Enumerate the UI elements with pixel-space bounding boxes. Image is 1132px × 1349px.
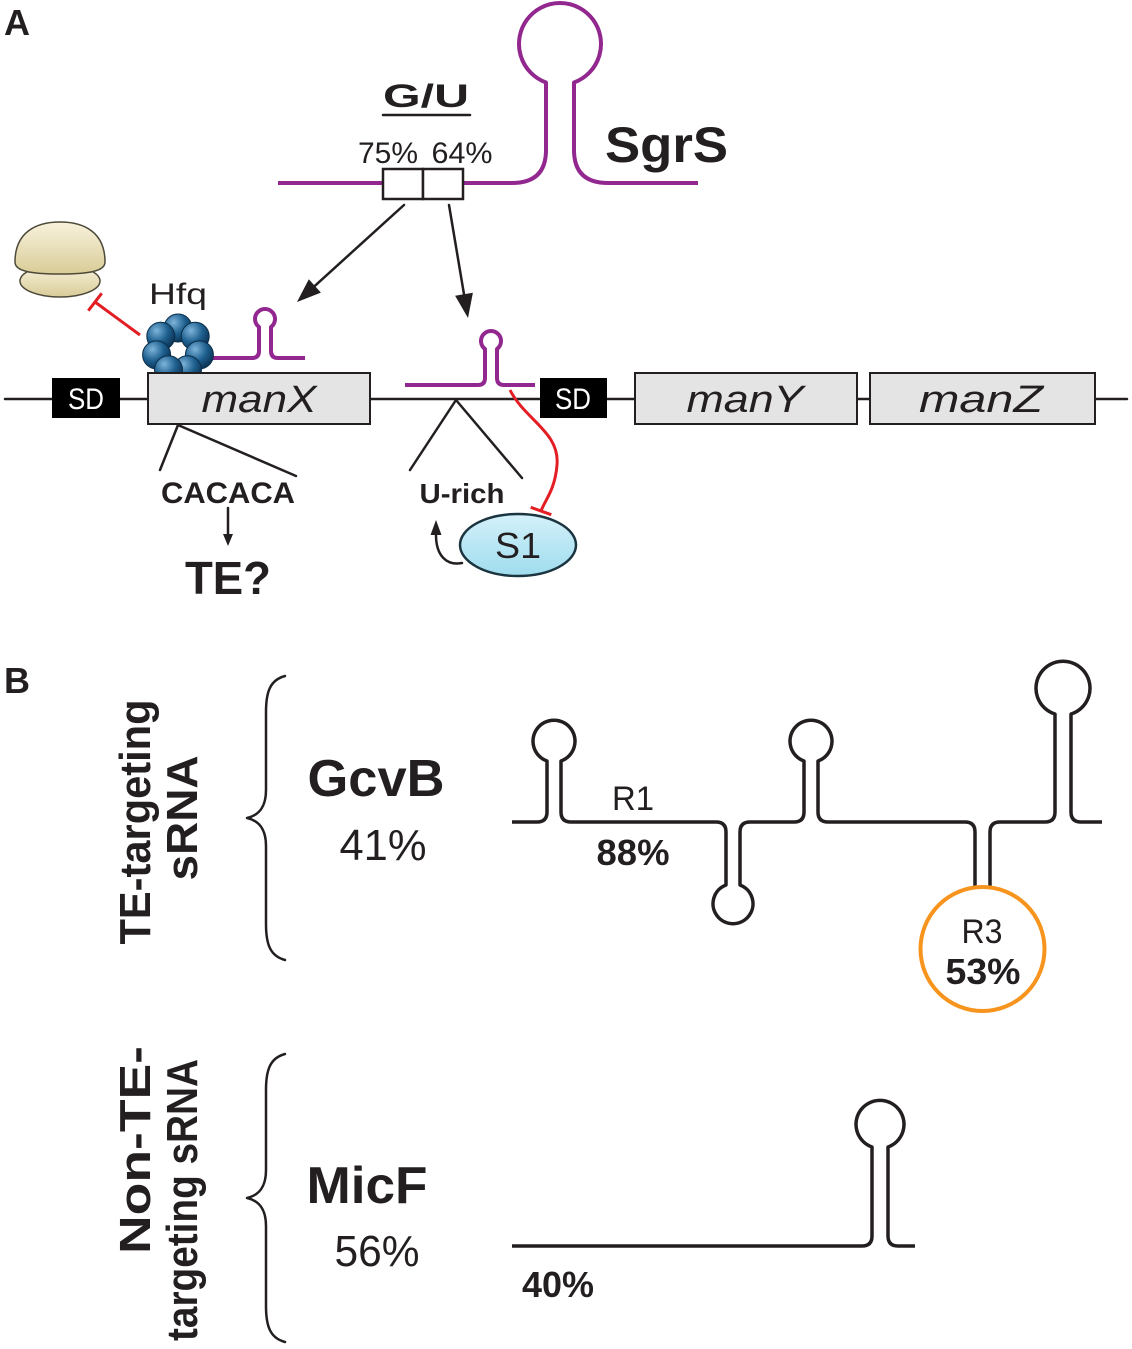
gcvb-r3-loop — [918, 885, 1047, 1013]
sgrs-label: SgrS — [605, 117, 728, 173]
hfq-label: Hfq — [149, 278, 207, 311]
gcvb-name: GcvB — [308, 750, 445, 808]
non-te-targeting-brace — [245, 1052, 287, 1344]
cacaca-motif-label: CACACA — [161, 477, 295, 510]
manx-callout-line-left — [158, 423, 180, 472]
gene-label-manx: manX — [202, 379, 319, 421]
inhibition-bar-icon — [530, 505, 552, 517]
gcvb-r3-label: R3 — [962, 913, 1003, 951]
micf-gu-percent: 56% — [335, 1227, 420, 1276]
motif-to-te-arrow-head — [223, 534, 233, 546]
gcvb-r1-percent: 88% — [597, 832, 670, 873]
micf-seed-percent: 40% — [522, 1264, 594, 1305]
te-targeting-brace — [245, 674, 287, 962]
gu-region-1-percent: 75% — [358, 137, 418, 170]
sgrs-rna-strand — [278, 1, 698, 185]
sgrs-bound-intergenic-hairpin — [405, 329, 535, 387]
motif-to-te-arrow — [223, 506, 233, 546]
gcvb-structure — [512, 659, 1102, 1013]
inhibition-bar-icon — [87, 292, 103, 312]
gcvb-terminator-hairpin — [1020, 659, 1102, 824]
gcvb-gu-percent: 41% — [340, 821, 427, 870]
s1-binding-arrow-shaft — [434, 533, 464, 565]
panel-a-label: A — [4, 2, 30, 43]
ribosome-large-subunit — [14, 221, 106, 275]
sd-label-1: SD — [68, 383, 104, 416]
s1-binding-arrow-head — [430, 520, 442, 535]
gu-region-2-percent: 64% — [432, 137, 493, 170]
te-question-label: TE? — [185, 552, 271, 604]
arrow-to-manx-site-head — [297, 279, 321, 302]
gcvb-stem-loop-1 — [512, 718, 578, 824]
u-rich-label: U-rich — [420, 478, 505, 509]
sd-box-1 — [52, 378, 120, 418]
gcvb-r3-percent: 53% — [946, 951, 1021, 992]
gene-box-manz — [869, 372, 1096, 425]
gu-region-box-2 — [421, 167, 465, 201]
panel-a: A SgrS G/U 75% 64% — [3, 1, 1129, 604]
gene-label-many: manY — [687, 379, 807, 421]
te-targeting-label-line-2: sRNA — [158, 756, 207, 881]
manx-callout-line-right — [176, 423, 298, 478]
sgrs-inhibits-s1 — [508, 389, 559, 517]
arrow-to-intergenic-site — [447, 203, 473, 318]
gcvb-r1-label: R1 — [612, 780, 654, 818]
sd-label-2: SD — [555, 383, 591, 416]
gu-region-box-1 — [381, 167, 425, 201]
intergenic-callout-line-left — [408, 398, 458, 472]
arrow-to-intergenic-site-shaft — [447, 203, 466, 296]
sd-box-2 — [540, 378, 607, 418]
s1-binding-curved-arrow — [430, 520, 464, 565]
te-targeting-group: TE-targeting sRNA GcvB 41% R1 88% R3 53% — [111, 659, 1102, 1013]
micf-stem-loop — [602, 1098, 915, 1248]
micf-name: MicF — [307, 1157, 428, 1215]
gcvb-r3-stem — [900, 820, 1020, 888]
intergenic-callout-line-right — [454, 398, 524, 480]
te-targeting-label-line-1: TE-targeting — [111, 700, 160, 945]
s1-protein-icon — [458, 512, 578, 578]
micf-structure — [512, 1098, 915, 1248]
s1-inhibition-line — [508, 389, 559, 512]
ribosome-icon — [14, 221, 106, 298]
gu-content-header: G/U — [383, 78, 469, 114]
gcvb-stem-loop-3 — [775, 718, 900, 824]
non-te-targeting-label-line-1: Non-TE- — [111, 1046, 160, 1254]
s1-label: S1 — [495, 525, 541, 566]
panel-b: B TE-targeting sRNA GcvB 41% R1 88% R3 5… — [4, 659, 1102, 1344]
non-te-targeting-group: Non-TE- targeting sRNA MicF 56% 40% — [111, 1046, 915, 1344]
arrow-to-manx-site — [297, 203, 406, 302]
non-te-targeting-label-line-2: targeting sRNA — [158, 1059, 207, 1341]
arrow-to-intergenic-site-head — [455, 292, 473, 318]
gene-box-manx — [147, 372, 371, 425]
gene-label-manz: manZ — [919, 379, 1045, 421]
hfq-inhibition-line — [94, 300, 141, 337]
arrow-to-manx-site-shaft — [313, 203, 406, 288]
panel-b-label: B — [4, 660, 30, 701]
gcvb-stem-loop-2 — [690, 820, 775, 926]
hfq-inhibits-ribosome — [87, 292, 141, 337]
gene-box-many — [634, 372, 858, 425]
sgrs-bound-manx-hairpin — [200, 307, 305, 360]
